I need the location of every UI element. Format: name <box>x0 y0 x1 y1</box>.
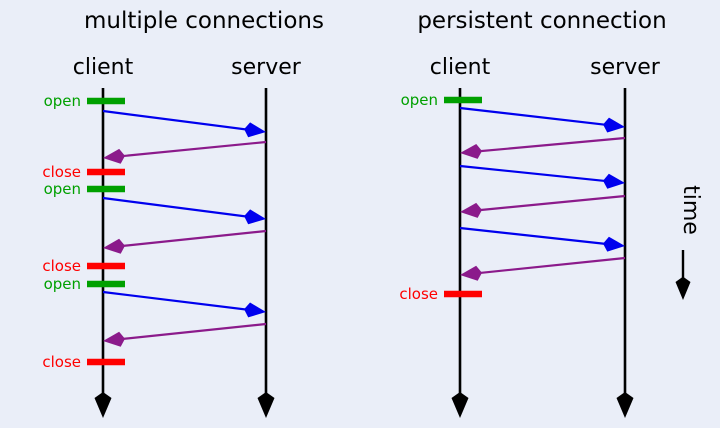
message-arrowhead-response <box>103 148 125 164</box>
lane-label-client: client <box>430 55 491 80</box>
connection-marker-label-close: close <box>42 163 81 181</box>
time-axis-label: time <box>678 185 703 235</box>
panel-title-persistent-connection: persistent connection <box>417 8 666 34</box>
lifeline-arrowhead-server <box>257 392 275 418</box>
lane-label-client: client <box>73 55 134 80</box>
message-arrowhead-request <box>244 209 266 225</box>
message-line-request <box>459 226 616 247</box>
message-line-response <box>469 136 626 154</box>
connection-marker-group-persistent-connection: open close <box>399 91 482 303</box>
message-line-request <box>459 106 616 128</box>
message-arrowhead-response <box>103 238 125 254</box>
message-arrowhead-response <box>460 143 483 159</box>
message-group-persistent-connection <box>459 106 626 281</box>
lane-label-server: server <box>590 55 661 80</box>
message-arrowhead-response <box>103 331 125 347</box>
message-arrowhead-request <box>603 236 625 252</box>
connection-marker-label-open: open <box>44 180 81 198</box>
message-line-request <box>102 196 257 219</box>
message-arrowhead-request <box>603 173 625 189</box>
lifeline-arrowhead-server <box>616 392 634 418</box>
message-arrowhead-request <box>244 302 266 318</box>
message-line-response <box>112 140 267 159</box>
message-arrowhead-request <box>603 117 625 133</box>
time-axis: time <box>675 185 703 300</box>
message-arrowhead-response <box>460 202 482 218</box>
time-axis-arrowhead <box>675 276 691 300</box>
panel-persistent-connection: persistent connection client server open… <box>399 8 667 418</box>
connection-marker-label-close: close <box>42 257 81 275</box>
message-arrowhead-response <box>460 265 482 281</box>
connection-marker-label-open: open <box>401 91 438 109</box>
panel-multiple-connections: multiple connections client server openc… <box>42 8 324 418</box>
lifeline-arrowhead-client <box>451 392 469 418</box>
message-line-response <box>469 194 626 213</box>
panel-title-multiple-connections: multiple connections <box>84 8 324 34</box>
message-line-response <box>469 256 626 276</box>
connection-marker-label-close: close <box>42 353 81 371</box>
message-line-request <box>459 164 616 184</box>
message-line-response <box>112 322 267 342</box>
connection-marker-label-close: close <box>399 285 438 303</box>
message-arrowhead-request <box>244 122 266 138</box>
connection-marker-label-open: open <box>44 92 81 110</box>
connection-marker-label-open: open <box>44 275 81 293</box>
lane-label-server: server <box>231 55 302 80</box>
message-line-response <box>112 229 267 249</box>
message-group-multiple-connections <box>102 109 267 347</box>
lifeline-arrowhead-client <box>94 392 112 418</box>
message-line-request <box>102 109 257 132</box>
message-line-request <box>102 290 257 312</box>
